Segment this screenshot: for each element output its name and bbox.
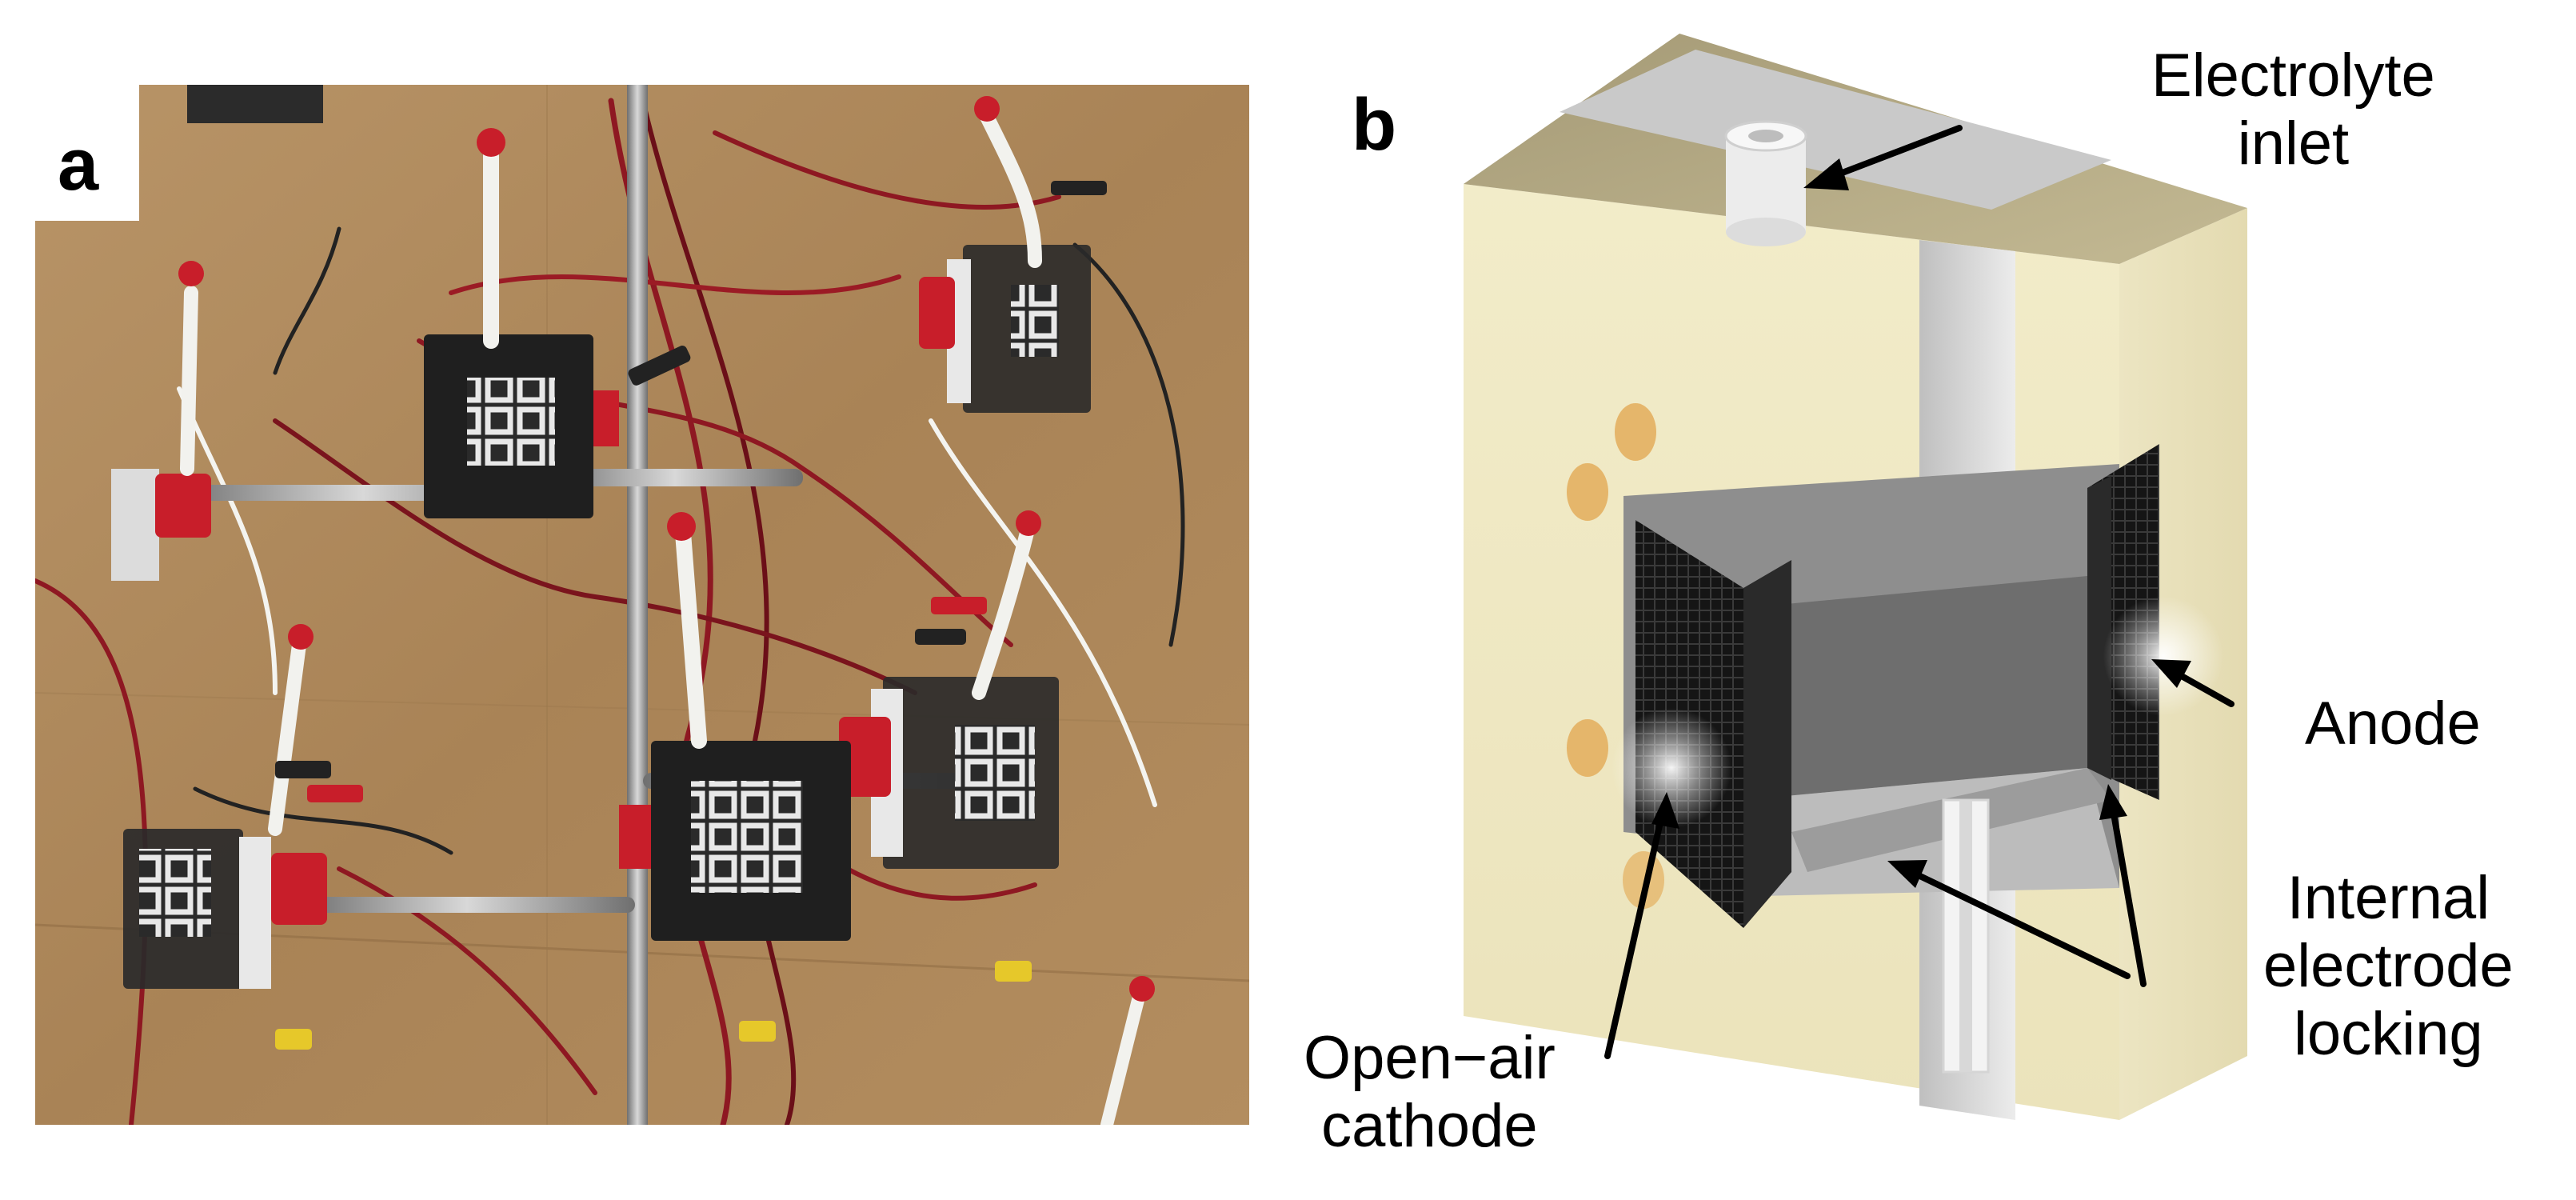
arrow-cathode — [1604, 805, 1667, 1059]
photo-illustration — [35, 85, 1249, 1125]
cell-center-lower — [619, 741, 851, 941]
label-internal-electrode-locking: Internal electrode locking — [2263, 864, 2514, 1068]
panel-a-label-background — [35, 85, 139, 221]
inlet-tubes — [178, 96, 1155, 1125]
photo-panel-a — [35, 85, 1249, 1125]
label-locking-line2: electrode — [2263, 932, 2514, 1001]
cell-schematic — [1464, 34, 2247, 1120]
locking-tab-left — [1743, 560, 1791, 928]
label-anode: Anode — [2305, 690, 2481, 758]
cell-top — [187, 85, 323, 123]
cell-left — [111, 469, 211, 581]
label-electrolyte-inlet-line2: inlet — [2237, 110, 2350, 178]
bolt-holes — [1567, 403, 1664, 909]
electrolyte-inlet-tube — [1724, 120, 1807, 246]
label-locking-line3: locking — [2294, 1000, 2483, 1069]
label-open-air-cathode: Open−air cathode — [1304, 1024, 1556, 1160]
label-cathode-line1: Open−air — [1304, 1024, 1556, 1092]
arrow-locking-to-tab-right — [2108, 797, 2147, 987]
cell-left-lower — [123, 829, 327, 989]
arrow-locking-to-tab-left — [1900, 865, 2131, 979]
label-locking-line1: Internal — [2286, 864, 2490, 932]
stand-rod — [627, 85, 648, 1125]
diagram-panel-b — [1280, 0, 2576, 1200]
top-channel-band — [1560, 50, 2111, 210]
locking-tab-right — [2087, 476, 2111, 780]
label-anode-line1: Anode — [2305, 690, 2481, 758]
cell-center-upper — [424, 334, 619, 518]
label-electrolyte-inlet-line1: Electrolyte — [2151, 42, 2435, 110]
clips — [275, 181, 1107, 1050]
label-cathode-line2: cathode — [1321, 1092, 1538, 1161]
cathode-highlight — [1611, 708, 1731, 828]
panel-label-a: a — [58, 124, 99, 206]
panel-label-b: b — [1352, 84, 1397, 166]
anode-highlight — [2103, 596, 2223, 716]
arrow-electrolyte-inlet — [1820, 125, 1963, 183]
cell-right-upper — [919, 245, 1091, 413]
label-electrolyte-inlet: Electrolyte inlet — [2151, 42, 2435, 178]
outlet-tube — [1942, 798, 1990, 1074]
cell-right-lower — [839, 677, 1059, 869]
callout-arrows — [1604, 125, 2235, 1059]
